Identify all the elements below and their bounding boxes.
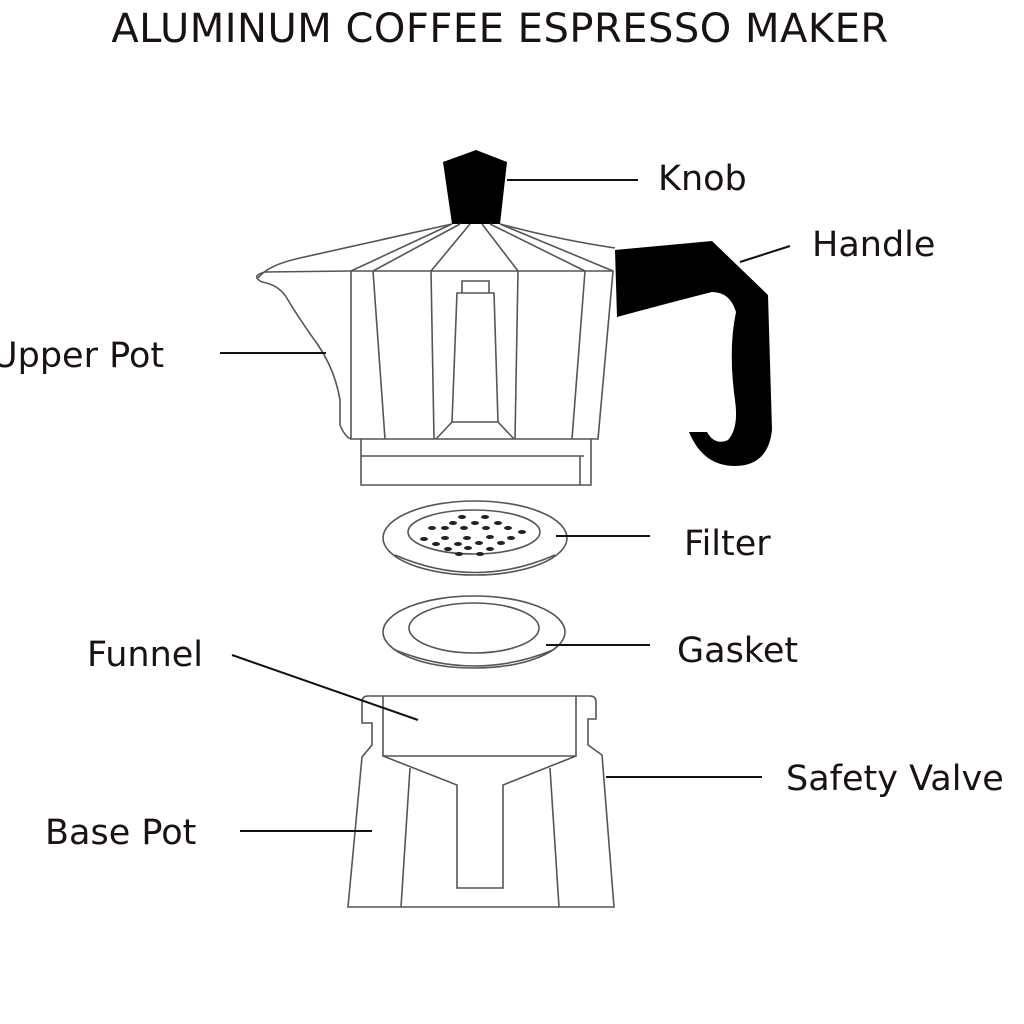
pot-body — [350, 270, 614, 440]
label-knob: Knob — [658, 159, 747, 199]
label-funnel: Funnel — [87, 635, 203, 675]
collar — [360, 439, 592, 486]
filter — [382, 500, 568, 576]
lid — [299, 223, 616, 272]
funnel — [382, 696, 577, 889]
filter-holes — [420, 515, 526, 556]
base-pot — [347, 695, 615, 908]
window — [435, 280, 515, 440]
leader-lines — [220, 179, 791, 832]
label-base-pot: Base Pot — [45, 813, 196, 853]
label-upper-pot: Upper Pot — [0, 336, 164, 376]
diagram-title: ALUMINUM COFFEE ESPRESSO MAKER — [111, 6, 888, 52]
label-filter: Filter — [684, 524, 771, 564]
gasket — [382, 595, 566, 669]
upper-pot — [255, 150, 772, 486]
funnel-leader — [231, 654, 419, 721]
label-safety-valve: Safety Valve — [786, 759, 1004, 799]
handle-leader — [739, 245, 791, 263]
label-gasket: Gasket — [677, 631, 798, 671]
spout — [255, 270, 352, 440]
knob — [443, 150, 507, 224]
label-handle: Handle — [812, 225, 935, 265]
handle — [615, 241, 772, 466]
